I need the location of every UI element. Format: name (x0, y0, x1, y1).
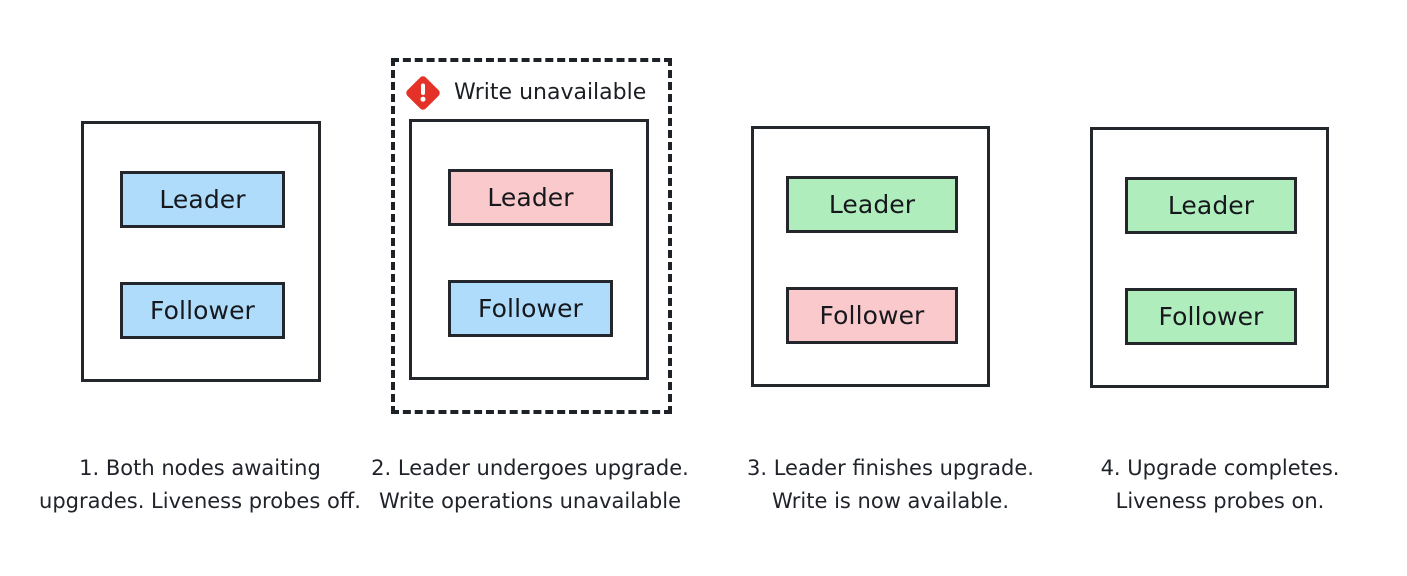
follower-node-1[interactable]: Follower (120, 282, 285, 339)
step-caption-4: 4. Upgrade completes. Liveness probes on… (1055, 452, 1385, 518)
follower-node-4[interactable]: Follower (1125, 288, 1297, 345)
caption-line: Write is now available. (771, 489, 1010, 513)
alert-header: Write unavailable (404, 74, 646, 112)
step-caption-1: 1. Both nodes awaiting upgrades. Livenes… (10, 452, 390, 518)
leader-node-1[interactable]: Leader (120, 171, 285, 228)
warning-diamond-icon (404, 74, 442, 112)
leader-node-4[interactable]: Leader (1125, 177, 1297, 234)
caption-line: 4. Upgrade completes. (1100, 456, 1340, 480)
caption-line: 3. Leader finishes upgrade. (747, 456, 1034, 480)
node-group-box-3: Leader Follower (751, 126, 990, 387)
step-caption-2: 2. Leader undergoes upgrade. Write opera… (360, 452, 700, 518)
caption-line: upgrades. Liveness probes off. (39, 489, 361, 513)
node-group-box-2: Leader Follower (409, 119, 649, 380)
follower-node-3[interactable]: Follower (786, 287, 958, 344)
leader-node-3[interactable]: Leader (786, 176, 958, 233)
step-panel-2: Leader Follower (409, 119, 649, 380)
node-group-box-4: Leader Follower (1090, 127, 1329, 388)
follower-node-2[interactable]: Follower (448, 280, 613, 337)
caption-line: Liveness probes on. (1115, 489, 1325, 513)
step-panel-1: Leader Follower (81, 121, 321, 382)
leader-node-2[interactable]: Leader (448, 169, 613, 226)
caption-line: Write operations unavailable (379, 489, 681, 513)
caption-line: 1. Both nodes awaiting (79, 456, 321, 480)
step-panel-4: Leader Follower (1090, 127, 1329, 388)
alert-label: Write unavailable (454, 80, 647, 105)
node-group-box-1: Leader Follower (81, 121, 321, 382)
step-caption-3: 3. Leader finishes upgrade. Write is now… (718, 452, 1063, 518)
caption-line: 2. Leader undergoes upgrade. (371, 456, 689, 480)
step-panel-3: Leader Follower (751, 126, 990, 387)
write-unavailable-alert-region (391, 58, 672, 414)
